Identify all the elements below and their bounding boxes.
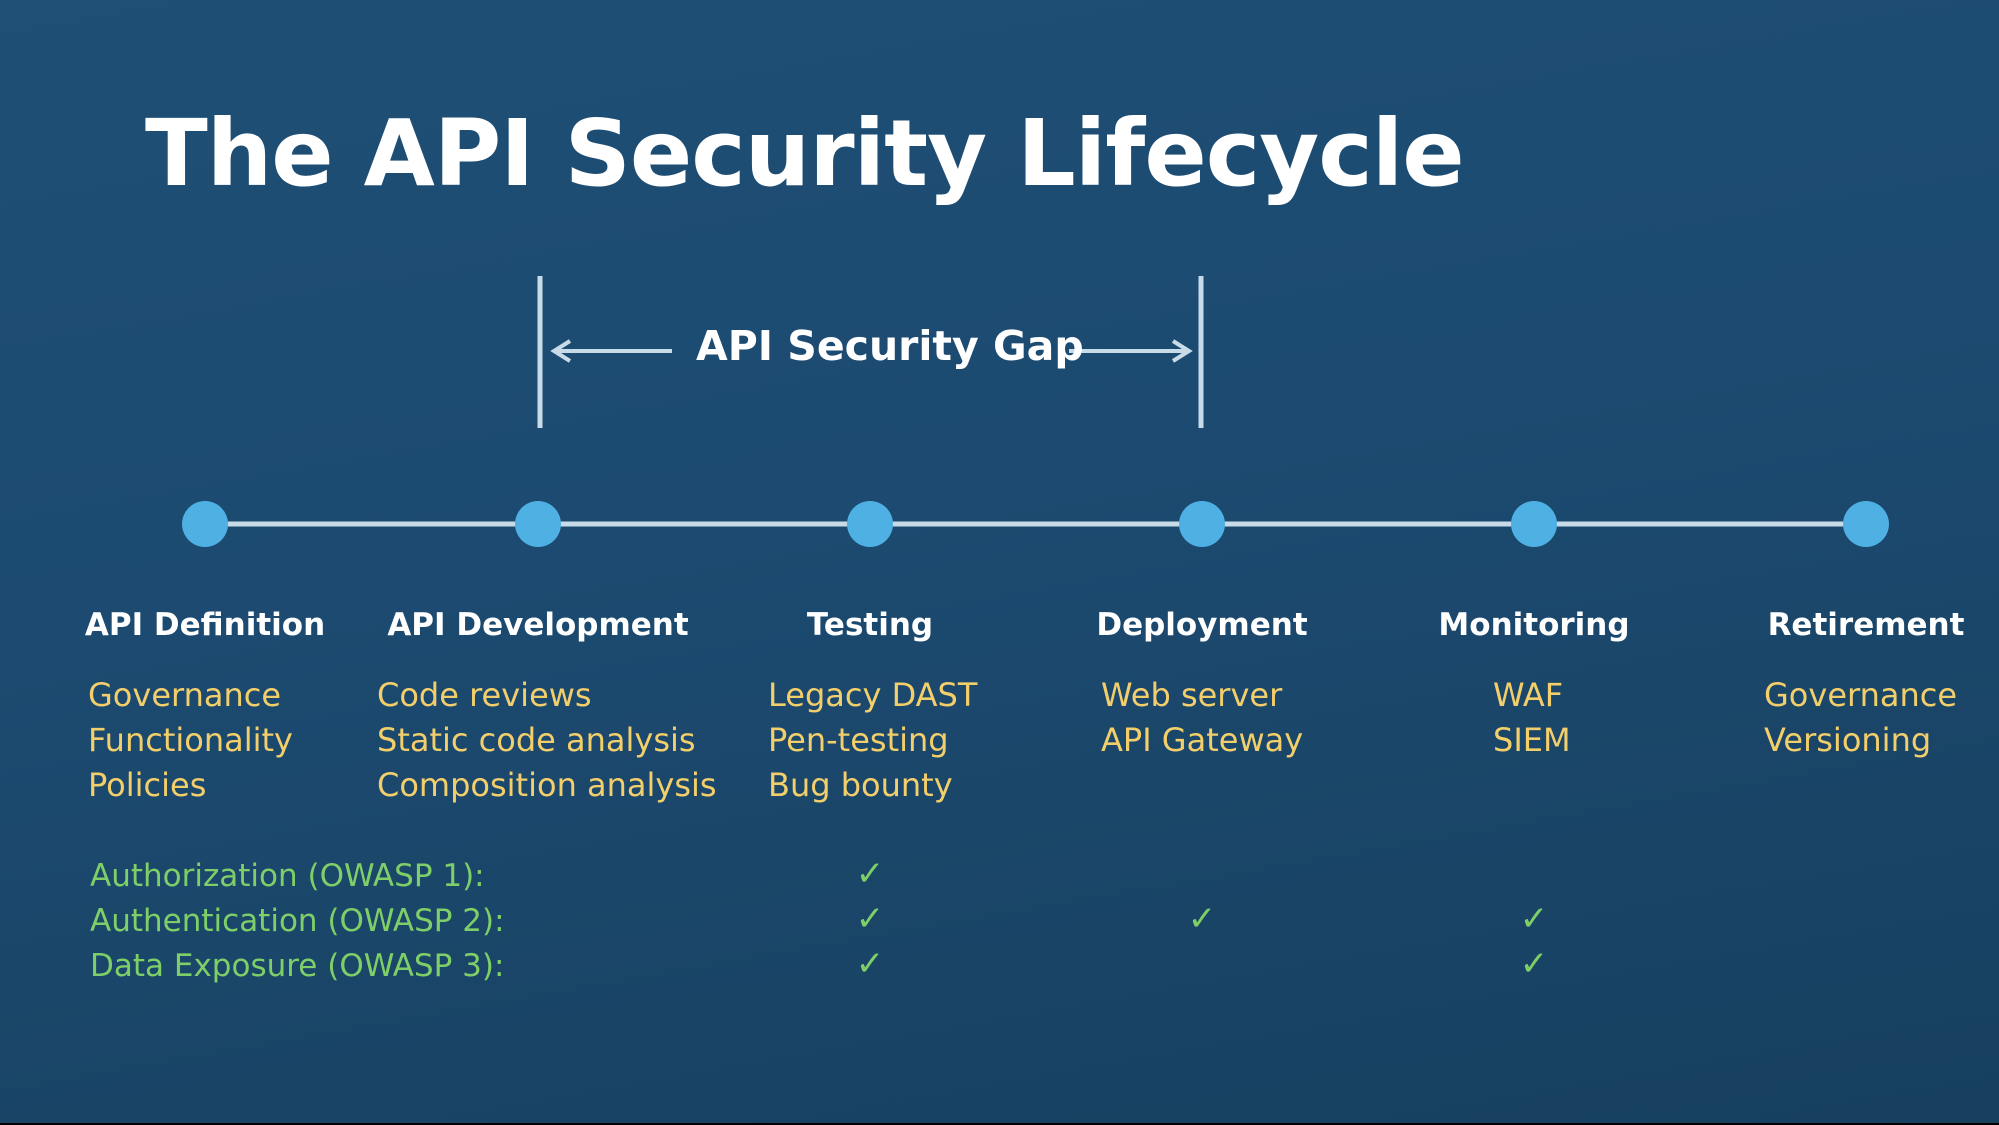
stage-item: Static code analysis: [377, 721, 696, 759]
stage-item: Policies: [88, 766, 207, 804]
checkmark-icon: ✓: [1187, 899, 1217, 939]
stage-item: WAF: [1493, 676, 1564, 714]
stage-name: Retirement: [1767, 607, 1965, 643]
stage-item: Composition analysis: [377, 766, 717, 804]
stage-item: Functionality: [88, 721, 293, 759]
checkmark-icon: ✓: [1519, 944, 1549, 984]
stage-name: API Development: [387, 607, 689, 643]
timeline-node-3: [847, 501, 893, 547]
timeline-node-2: [515, 501, 561, 547]
stage-item-list: WAF SIEM: [1493, 673, 1571, 763]
security-gap-label: API Security Gap: [696, 322, 1084, 370]
stage-name: Monitoring: [1438, 607, 1630, 643]
stage-item: Versioning: [1764, 721, 1932, 759]
stage-item: Code reviews: [377, 676, 592, 714]
stage-item: Governance: [1764, 676, 1958, 714]
stage-item: Bug bounty: [768, 766, 953, 804]
timeline-node-4: [1179, 501, 1225, 547]
owasp-row-label: Data Exposure (OWASP 3):: [90, 948, 505, 984]
timeline-node-5: [1511, 501, 1557, 547]
timeline-node-6: [1843, 501, 1889, 547]
checkmark-icon: ✓: [1519, 899, 1549, 939]
stage-item: API Gateway: [1101, 721, 1304, 759]
stage-name: API Definition: [84, 607, 326, 643]
timeline-node-1: [182, 501, 228, 547]
checkmark-icon: ✓: [855, 854, 885, 894]
owasp-row-label: Authentication (OWASP 2):: [90, 903, 505, 939]
stage-item: Pen-testing: [768, 721, 949, 759]
slide-title: The API Security Lifecycle: [145, 100, 1465, 207]
gap-left-arrowhead: [550, 339, 572, 363]
stage-name: Deployment: [1096, 607, 1308, 643]
gap-right-arrowhead: [1171, 339, 1193, 363]
checkmark-icon: ✓: [855, 944, 885, 984]
stage-item: Governance: [88, 676, 282, 714]
stage-item: SIEM: [1493, 721, 1571, 759]
owasp-row-label: Authorization (OWASP 1):: [90, 858, 485, 894]
stage-name: Testing: [806, 607, 934, 643]
checkmark-icon: ✓: [855, 899, 885, 939]
stage-item: Legacy DAST: [768, 676, 978, 714]
stage-item: Web server: [1101, 676, 1283, 714]
